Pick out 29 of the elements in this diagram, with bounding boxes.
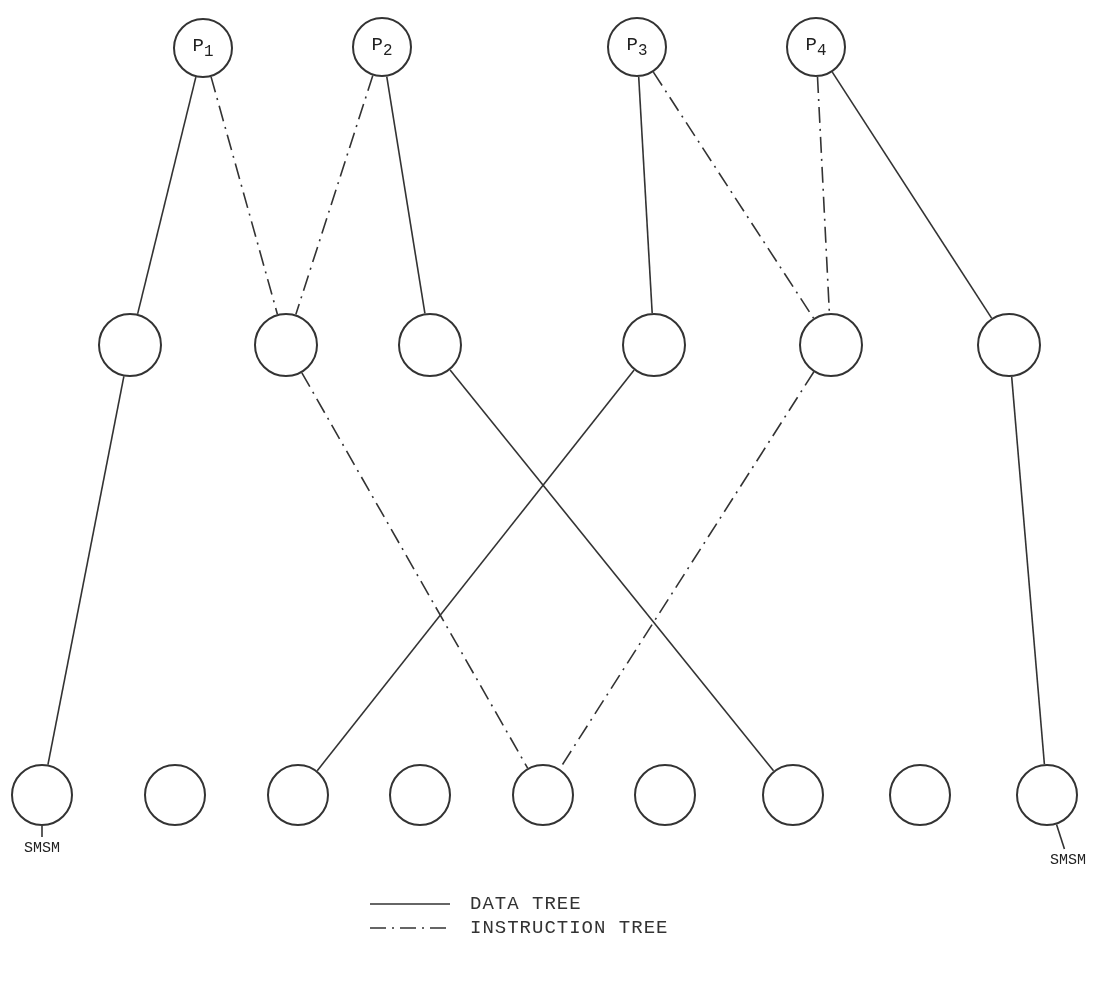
node-circle: [98, 313, 162, 377]
legend-label: INSTRUCTION TREE: [470, 917, 669, 939]
node-circle: [398, 313, 462, 377]
node-label: SMSM: [7, 837, 77, 859]
connector-line: [652, 71, 815, 319]
node-circle: [622, 313, 686, 377]
connector-line: [816, 76, 831, 314]
node-label: SMSM: [1033, 849, 1103, 871]
leader-line: [1055, 823, 1066, 850]
connector-line: [47, 375, 125, 766]
connector-line: [210, 76, 279, 315]
connector-line: [637, 76, 653, 314]
processor-circle: P$_{4}$: [786, 17, 846, 77]
connector-line: [301, 372, 529, 769]
connector-line: [449, 369, 775, 772]
connector-line: [1010, 376, 1046, 765]
connector-line: [136, 76, 197, 315]
legend-label: DATA TREE: [470, 893, 583, 915]
processor-circle: P$_{3}$: [607, 17, 667, 77]
connector-line: [295, 74, 374, 316]
leader-line: [41, 825, 43, 838]
processor-circle: P$_{2}$: [352, 17, 412, 77]
connector-line: [385, 75, 426, 315]
connector-line: [831, 71, 993, 319]
node-circle: [254, 313, 318, 377]
processor-circle: P$_{1}$: [173, 18, 233, 78]
node-circle: [977, 313, 1041, 377]
connector-line: [316, 369, 635, 772]
node-circle: [799, 313, 863, 377]
